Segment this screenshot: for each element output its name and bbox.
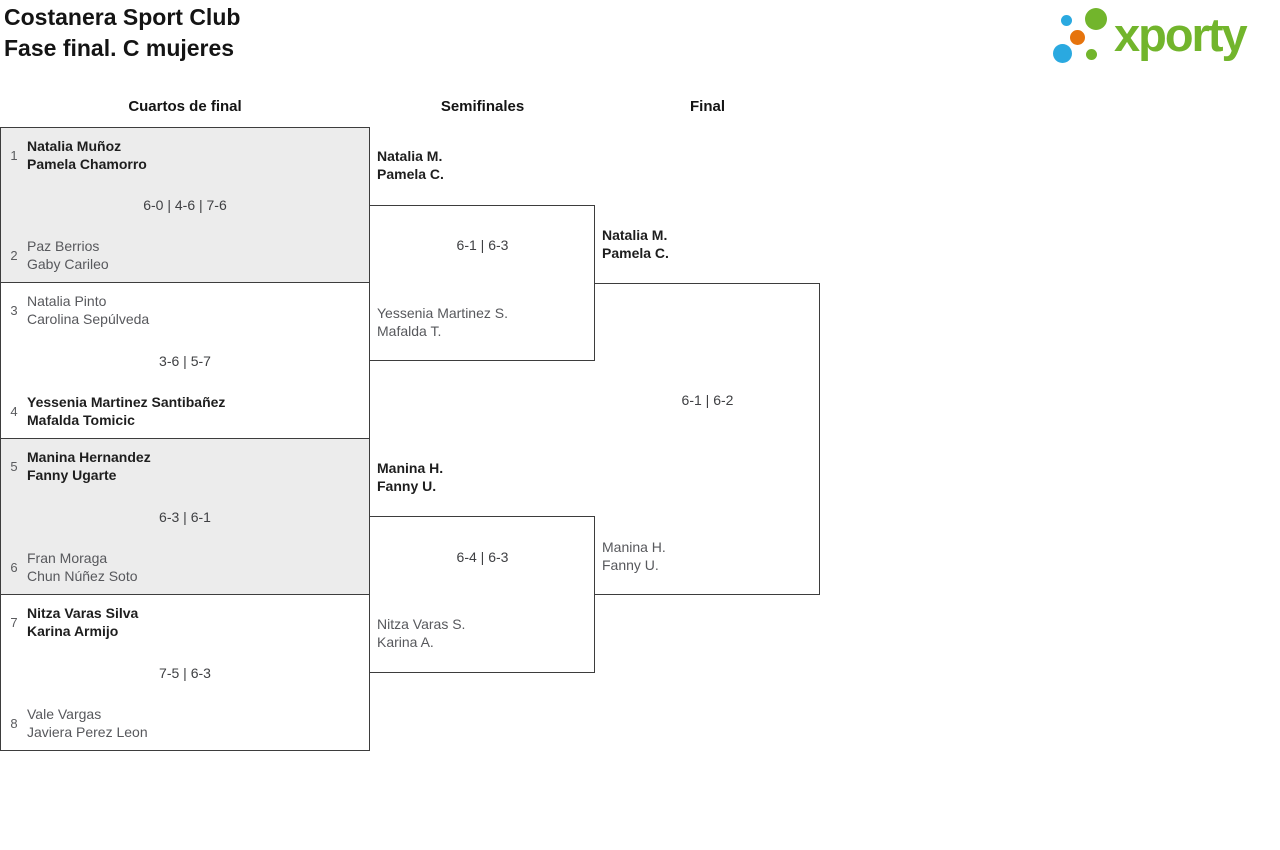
player-name: Yessenia Martinez Santibañez <box>27 394 226 410</box>
player-name: Fran Moraga <box>27 550 108 566</box>
final-team-bottom-loser: Manina H. Fanny U. <box>602 538 666 574</box>
player-name: Pamela C. <box>602 245 669 261</box>
player-name: Mafalda Tomicic <box>27 412 135 428</box>
qf2-team-top: 3 Natalia Pinto Carolina Sepúlveda <box>1 292 369 328</box>
match-score: 6-0 | 4-6 | 7-6 <box>143 197 227 213</box>
qf1-team-bottom: 2 Paz Berrios Gaby Carileo <box>1 237 369 273</box>
player-name: Javiera Perez Leon <box>27 724 148 740</box>
match-score: 7-5 | 6-3 <box>159 664 211 681</box>
team-names-winner: Nitza Varas Silva Karina Armijo <box>27 604 138 640</box>
player-name: Yessenia Martinez S. <box>377 305 508 321</box>
sf-match-2-connector <box>370 516 595 673</box>
player-name: Mafalda T. <box>377 323 442 339</box>
player-name: Fanny U. <box>377 478 437 494</box>
qf4-team-top: 7 Nitza Varas Silva Karina Armijo <box>1 604 369 640</box>
phase-name: Fase final. C mujeres <box>4 35 235 61</box>
player-name: Pamela Chamorro <box>27 156 147 172</box>
logo-dot-green-large <box>1085 8 1107 30</box>
seed-number: 5 <box>10 458 18 474</box>
xporty-dots-icon <box>1048 4 1112 68</box>
column-header-quarterfinals: Cuartos de final <box>128 98 242 115</box>
qf-match-1: 1 Natalia Muñoz Pamela Chamorro 6-0 | 4-… <box>0 127 370 283</box>
player-name: Fanny U. <box>602 557 659 573</box>
sf-match-1-connector <box>370 205 595 361</box>
qf-match-2: 3 Natalia Pinto Carolina Sepúlveda 3-6 |… <box>0 282 370 439</box>
sf2-team-top-winner: Manina H. Fanny U. <box>377 459 443 495</box>
logo-dot-green-small <box>1086 49 1097 60</box>
player-name: Vale Vargas <box>27 706 102 722</box>
player-name: Manina H. <box>602 539 666 555</box>
player-name: Manina Hernandez <box>27 449 151 465</box>
player-name: Fanny Ugarte <box>27 467 117 483</box>
column-header-final: Final <box>689 98 725 115</box>
player-name: Karina Armijo <box>27 623 119 639</box>
team-names-winner: Manina Hernandez Fanny Ugarte <box>27 448 151 484</box>
qf-match-3: 5 Manina Hernandez Fanny Ugarte 6-3 | 6-… <box>0 438 370 595</box>
sf2-team-bottom-loser: Nitza Varas S. Karina A. <box>377 615 465 651</box>
sf1-match-score: 6-1 | 6-3 <box>456 237 509 253</box>
sf2-match-score: 6-4 | 6-3 <box>456 549 509 565</box>
seed-number: 8 <box>10 715 18 731</box>
player-name: Pamela C. <box>377 166 444 182</box>
sf1-team-top-winner: Natalia M. Pamela C. <box>377 147 444 183</box>
seed-number: 7 <box>10 614 18 630</box>
seed-number: 4 <box>10 403 18 419</box>
player-name: Paz Berrios <box>27 238 100 254</box>
qf2-team-bottom: 4 Yessenia Martinez Santibañez Mafalda T… <box>1 393 369 429</box>
player-name: Nitza Varas S. <box>377 616 466 632</box>
xporty-logo-text: xporty <box>1114 8 1248 61</box>
xporty-logo[interactable]: xporty <box>1048 4 1278 70</box>
player-name: Manina H. <box>377 460 444 476</box>
qf3-team-top: 5 Manina Hernandez Fanny Ugarte <box>1 448 369 484</box>
seed-number: 2 <box>10 247 18 263</box>
seed-number: 6 <box>10 559 18 575</box>
team-names-winner: Yessenia Martinez Santibañez Mafalda Tom… <box>27 393 225 429</box>
player-name: Nitza Varas Silva <box>27 605 139 621</box>
final-match-score: 6-1 | 6-2 <box>681 392 734 408</box>
player-name: Karina A. <box>377 634 434 650</box>
team-names-loser: Paz Berrios Gaby Carileo <box>27 237 109 273</box>
logo-dot-orange <box>1070 30 1085 45</box>
team-names-loser: Natalia Pinto Carolina Sepúlveda <box>27 292 149 328</box>
club-name: Costanera Sport Club <box>4 4 241 30</box>
match-score: 3-6 | 5-7 <box>159 352 211 369</box>
match-score: 6-3 | 6-1 <box>159 508 211 525</box>
qf-match-4: 7 Nitza Varas Silva Karina Armijo 7-5 | … <box>0 594 370 751</box>
final-team-top-winner: Natalia M. Pamela C. <box>602 226 669 262</box>
page-title: Costanera Sport Club Fase final. C mujer… <box>4 2 240 64</box>
qf1-team-top: 1 Natalia Muñoz Pamela Chamorro <box>1 137 369 173</box>
seed-number: 3 <box>10 302 18 318</box>
player-name: Chun Núñez Soto <box>27 568 138 584</box>
player-name: Natalia M. <box>377 148 443 164</box>
final-match-connector <box>595 283 820 595</box>
team-names-loser: Vale Vargas Javiera Perez Leon <box>27 705 148 741</box>
team-names-loser: Fran Moraga Chun Núñez Soto <box>27 549 138 585</box>
player-name: Natalia M. <box>602 227 668 243</box>
logo-dot-blue-large <box>1053 44 1072 63</box>
qf3-team-bottom: 6 Fran Moraga Chun Núñez Soto <box>1 549 369 585</box>
logo-dot-blue-small <box>1061 15 1072 26</box>
sf1-team-bottom-loser: Yessenia Martinez S. Mafalda T. <box>377 304 508 340</box>
player-name: Natalia Pinto <box>27 293 107 309</box>
player-name: Natalia Muñoz <box>27 138 122 154</box>
player-name: Carolina Sepúlveda <box>27 311 150 327</box>
player-name: Gaby Carileo <box>27 256 109 272</box>
column-header-semifinals: Semifinales <box>440 98 525 115</box>
seed-number: 1 <box>10 147 18 163</box>
qf4-team-bottom: 8 Vale Vargas Javiera Perez Leon <box>1 705 369 741</box>
team-names-winner: Natalia Muñoz Pamela Chamorro <box>27 137 147 173</box>
